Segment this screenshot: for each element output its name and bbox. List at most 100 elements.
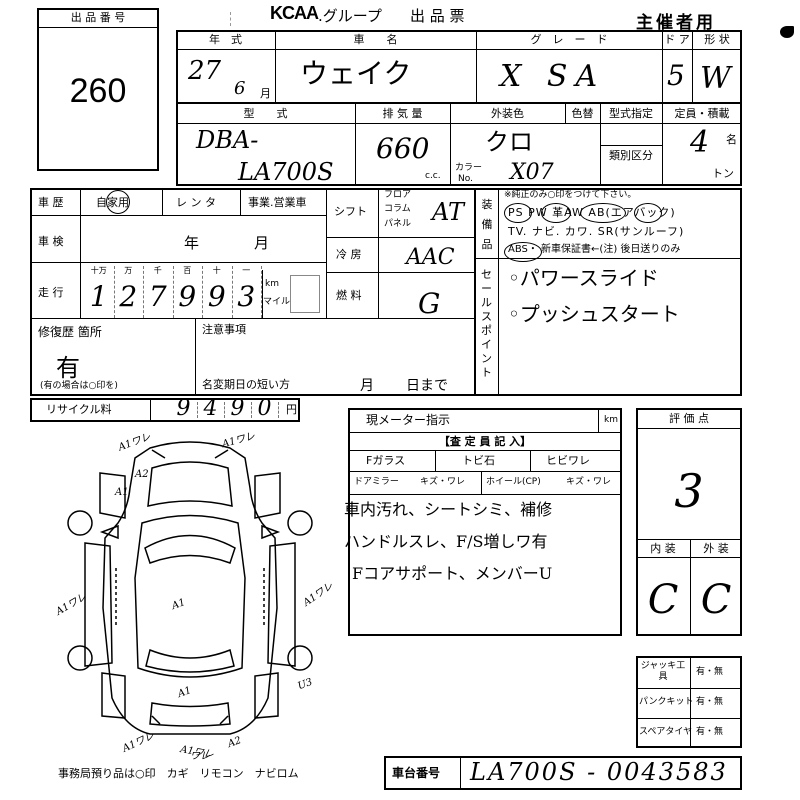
meter-unit: km [604,415,618,425]
recycle-digit: 0 [257,396,272,421]
mirror-label: ドアミラー [354,477,399,487]
fuel-label: 燃 料 [336,289,362,302]
glass-options: トビ石 [462,454,495,467]
selling-point-label: セールスポイント [481,268,492,379]
recycle-label: リサイクル料 [46,403,112,416]
ac-value: AAC [406,245,455,270]
inspector-note-2: ハンドルスレ、F/S増しワ有 [344,532,548,551]
cc-unit: c.c. [425,171,441,181]
chassis-label: 車台番号 [392,766,441,780]
type-value-2: LA700S [238,158,334,186]
interior-label: 内 装 [650,542,676,555]
damage-mark: A1 [115,487,129,498]
glass-label: Fガラス [366,454,406,467]
exterior-label: 外 装 [703,542,729,555]
displacement-value: 660 [376,132,430,165]
displacement-label: 排 気 量 [382,107,423,120]
fuel-value: G [418,287,441,320]
color-no-sub: No. [458,174,473,184]
shift-option-column: コラム [384,204,411,214]
equipment-label: 装備品 [481,198,493,251]
car-windshield [144,534,236,564]
rating-value: 3 [674,464,704,518]
make-value: ウェイク [300,57,412,90]
shift-option-panel: パネル [384,219,412,229]
capacity-label: 定員・積載 [674,107,730,120]
rating-label: 評 価 点 [669,412,709,425]
mileage-digit: 9 [178,280,197,313]
accessory-puncture-label: パンクキット [639,697,694,707]
exterior-value: C [700,577,732,623]
punch-hole-mark [780,26,794,38]
repair-note: (有の場合は○印を) [40,381,118,391]
inspector-note-1: 車内汚れ、シートシミ、補修 [344,500,553,519]
history-label: 車 歴 [38,196,64,209]
interior-value: C [647,577,679,623]
grade-value: X SA [500,59,606,94]
business-label: 事業.営業車 [248,196,307,209]
color-change-label: 色替 [571,107,594,120]
recycle-digit: 4 [203,396,218,421]
accessory-spare-label: スペアタイヤ [639,727,693,737]
kcaa-logo: KCAA [270,3,319,23]
wheel-fr [287,510,313,536]
color-label: 外装色 [491,107,524,120]
type-value-1: DBA- [196,126,259,154]
type-label: 型 式 [243,107,288,120]
class-label: 類別区分 [609,149,653,162]
meter-label: 現メーター指示 [366,413,451,427]
designated-label: 型式指定 [609,107,653,120]
damage-mark: A2 [135,469,149,480]
ac-label: 冷 房 [336,248,362,261]
mileage-unit-label: 十 [212,266,221,275]
inspection-month-unit: 月 [254,234,270,252]
organizer-label: 主催者用 [636,13,716,33]
shift-value: AT [432,198,465,226]
lot-number-box [37,8,159,171]
color-no-label: カラー [455,163,483,173]
equipment-note: ※純正のみ○印をつけて下さい。 [504,190,637,200]
make-label: 車 名 [353,33,398,46]
mileage-label: 走 行 [38,286,64,299]
office-items: 事務局預り品は○印 カギ リモコン ナビロム [58,767,299,780]
accessory-jack-label: ジャッキ工具 [640,661,686,682]
group-label: .グループ [318,7,382,25]
inspection-label: 車 検 [38,235,64,248]
car-rear-window [145,648,235,673]
mileage-digit: 7 [148,280,167,313]
history-circle [106,190,130,214]
repair-label: 修復歴 箇所 [38,325,102,339]
capacity-unit: 名 [726,133,737,146]
shift-label: シフト [334,205,367,218]
inspector-note-3: Fコアサポート、メンバーU [352,564,553,583]
selling-point-1: ◦パワースライド [508,266,659,290]
glass-crack: ヒビワレ [546,454,590,467]
wheel-fl [67,510,93,536]
pw-circle [541,203,571,223]
mileage-digit: 2 [119,280,138,313]
caution-label: 注意事項 [202,323,246,336]
lot-number: 260 [69,72,127,110]
year-value: 27 [188,56,222,86]
mileage-unit-label: 百 [183,266,192,275]
car-diagram [67,441,313,735]
ton-unit: トン [712,167,734,180]
form-title: 出 品 票 [410,7,465,25]
lot-number-label: 出 品 番 号 [70,11,126,24]
shift-option-floor: フロア [384,190,412,200]
mileage-unit-label: 一 [242,266,251,275]
mile-unit: マイル [263,297,291,307]
year-label: 年 式 [209,33,242,46]
accessory-puncture-value: 有・無 [696,697,724,707]
recycle-digit: 9 [176,396,191,421]
repair-value: 有 [56,354,80,382]
color-value: クロ [485,128,533,156]
car-cabin [134,514,246,678]
month-unit: 月 [260,87,271,100]
recycle-digit: 9 [230,396,245,421]
mileage-digit: 1 [89,280,108,313]
wheel-rr [287,645,313,671]
name-change-day: 日まで [406,378,448,394]
equipment-line-2: TV. ナビ. カワ. SR(サンルーフ) [508,225,685,238]
inspector-header: 【査 定 員 記 入】 [438,435,532,448]
